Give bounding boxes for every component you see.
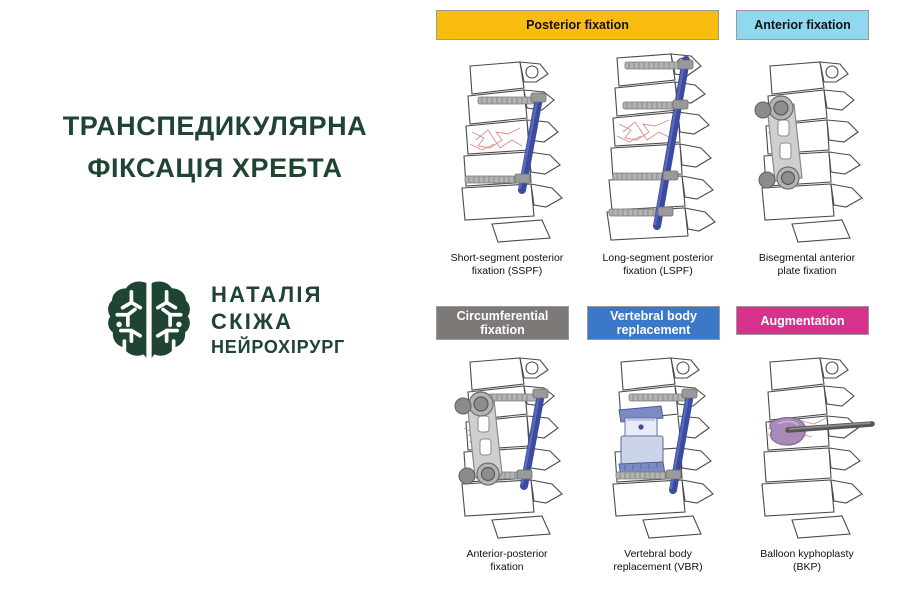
cannula xyxy=(785,421,875,433)
header-posterior-fixation: Posterior fixation xyxy=(436,10,719,40)
caption-sspf-line-2: fixation (SSPF) xyxy=(471,265,543,277)
caption-ap-line-2: fixation xyxy=(490,561,524,573)
caption-anterior-posterior: Anterior-posterior fixation xyxy=(432,548,582,574)
caption-bisegmental-line-2: plate fixation xyxy=(777,265,837,277)
caption-lspf: Long-segment posterior fixation (LSPF) xyxy=(583,252,733,278)
illustration-vbr xyxy=(612,357,714,539)
logo-name-line-1: НАТАЛІЯ xyxy=(211,281,323,307)
spine-fixation-diagram: Posterior fixation Anterior fixation xyxy=(432,0,900,600)
caption-lspf-line-1: Long-segment posterior xyxy=(602,252,714,264)
illustration-lspf xyxy=(606,53,716,241)
branding-panel: ТРАНСПЕДИКУЛЯРНА ФІКСАЦІЯ ХРЕБТА xyxy=(0,0,430,600)
caption-bkp: Balloon kyphoplasty (BKP) xyxy=(732,548,882,574)
brain-icon xyxy=(108,280,190,358)
page-title: ТРАНСПЕДИКУЛЯРНА ФІКСАЦІЯ ХРЕБТА xyxy=(0,105,430,189)
anterior-plate xyxy=(454,391,503,486)
cell-lspf: Long-segment posterior fixation (LSPF) xyxy=(583,48,733,278)
caption-sspf-line-1: Short-segment posterior xyxy=(450,252,564,264)
posterior-rod xyxy=(653,56,694,230)
posterior-rod xyxy=(665,388,698,494)
header-circumferential-fixation: Circumferential fixation xyxy=(436,306,569,340)
logo-text: НАТАЛІЯ СКІЖА НЕЙРОХІРУРГ xyxy=(211,281,345,359)
posterior-rod xyxy=(514,92,547,194)
logo: НАТАЛІЯ СКІЖА НЕЙРОХІРУРГ xyxy=(105,272,365,367)
pedicle-screws xyxy=(608,61,684,217)
cell-vbr: Vertebral body replacement (VBR) xyxy=(583,344,733,574)
cage-implant xyxy=(618,405,666,478)
caption-bisegmental-line-1: Bisegmental anterior xyxy=(758,252,856,264)
caption-bkp-line-1: Balloon kyphoplasty xyxy=(760,548,854,560)
pedicle-screws xyxy=(615,393,686,480)
anterior-plate xyxy=(754,95,803,190)
caption-lspf-line-2: fixation (LSPF) xyxy=(623,265,693,277)
caption-sspf: Short-segment posterior fixation (SSPF) xyxy=(432,252,582,278)
caption-vbr: Vertebral body replacement (VBR) xyxy=(583,548,733,574)
illustration-anterior-plate xyxy=(754,61,863,243)
cell-anterior-posterior: Anterior-posterior fixation xyxy=(432,344,582,574)
header-circ-line-2: fixation xyxy=(480,323,525,337)
caption-ap-line-1: Anterior-posterior xyxy=(466,548,548,560)
logo-name-line-2: СКІЖА xyxy=(211,308,294,334)
caption-vbr-line-2: replacement (VBR) xyxy=(613,561,703,573)
header-vertebral-body-replacement: Vertebral body replacement xyxy=(587,306,720,340)
posterior-rod xyxy=(516,388,549,490)
title-line-1: ТРАНСПЕДИКУЛЯРНА xyxy=(62,111,368,141)
illustration-sspf xyxy=(461,61,563,243)
header-vbr-line-1: Vertebral body xyxy=(610,309,697,323)
header-anterior-fixation: Anterior fixation xyxy=(736,10,869,40)
cell-bkp: Balloon kyphoplasty (BKP) xyxy=(732,344,882,574)
header-augmentation: Augmentation xyxy=(736,306,869,335)
pedicle-screws xyxy=(464,96,535,184)
header-vbr-line-2: replacement xyxy=(616,323,691,337)
caption-bisegmental: Bisegmental anterior plate fixation xyxy=(732,252,882,278)
caption-vbr-line-1: Vertebral body xyxy=(624,548,692,560)
cell-sspf: Short-segment posterior fixation (SSPF) xyxy=(432,48,582,278)
header-circ-line-1: Circumferential xyxy=(456,309,549,323)
cell-bisegmental-anterior-plate: Bisegmental anterior plate fixation xyxy=(732,48,882,278)
illustration-bkp xyxy=(761,357,875,539)
logo-role: НЕЙРОХІРУРГ xyxy=(211,336,346,357)
illustration-anterior-posterior xyxy=(454,357,563,539)
title-line-2: ФІКСАЦІЯ ХРЕБТА xyxy=(87,153,343,183)
caption-bkp-line-2: (BKP) xyxy=(792,561,821,573)
